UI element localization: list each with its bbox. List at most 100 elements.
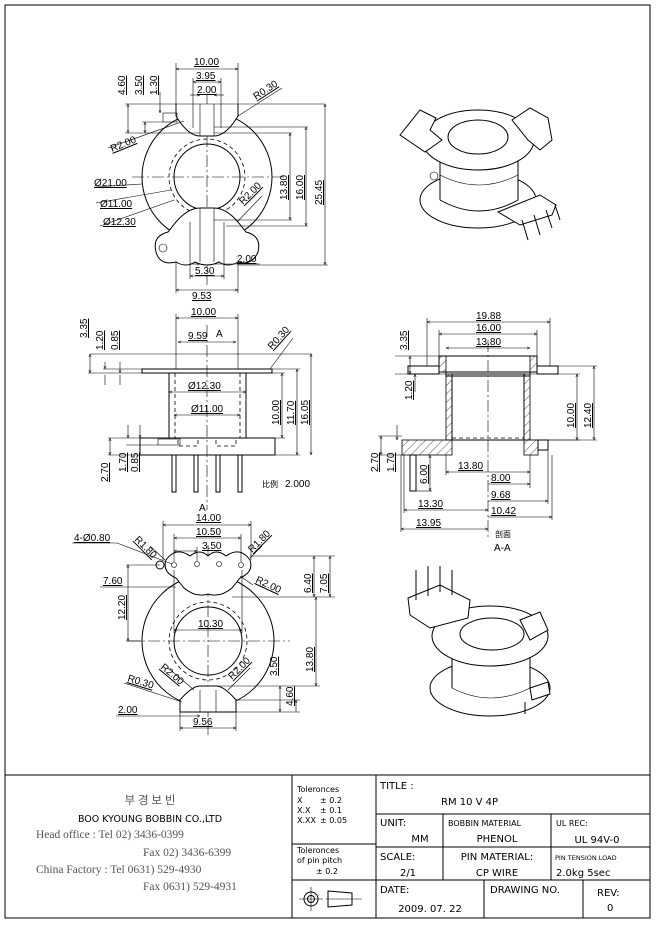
dim-label: 11.70	[286, 400, 297, 425]
section-caption: 剖面	[495, 529, 511, 539]
dim-label: 25.45	[314, 180, 325, 205]
rev-value: 0	[607, 903, 613, 914]
company-name: BOO KYOUNG BOBBIN CO.,LTD	[78, 814, 222, 825]
title-block: 부 경 보 빈 BOO KYOUNG BOBBIN CO.,LTD Head o…	[5, 774, 650, 918]
pin-tolerance-title-2: of pin pitch	[297, 856, 342, 865]
pin-material-value: CP WIRE	[476, 868, 518, 879]
pin-tension-value: 2.0kg 5sec	[556, 868, 610, 879]
unit-label: UNIT:	[380, 818, 406, 829]
tolerance-key: X.XX	[297, 816, 317, 825]
drawing-no-label: DRAWING NO.	[490, 885, 560, 896]
dim-label: 13.80	[305, 647, 316, 672]
terminal-lobes	[164, 551, 252, 596]
title-label: TITLE :	[379, 781, 414, 792]
dim-label: Ø12.30	[103, 217, 136, 228]
scale-label: SCALE:	[380, 852, 415, 863]
section-mark-top: A	[216, 329, 223, 340]
dim-label: 1.70	[118, 452, 129, 472]
top-view: 10.00 3.95 2.00 4.60 3.50 1.30 R0.30 R2.…	[94, 57, 328, 302]
top-notch	[175, 104, 239, 137]
scale-note-value: 2.000	[285, 479, 310, 490]
dim-label: 0.85	[110, 330, 121, 350]
china-factory-tel: China Factory : Tel 0631) 529-4930	[36, 864, 202, 876]
dim-label: 13.80	[476, 337, 501, 348]
dim-label: 10.00	[566, 403, 577, 428]
isometric-view-bottom	[407, 566, 551, 717]
dim-label: 7.60	[103, 576, 123, 587]
pin-tension-label: PIN TENSION LOAD	[555, 854, 617, 862]
dim-label: 4.60	[117, 75, 128, 95]
dim-label: 6.40	[303, 573, 314, 593]
dim-label: R0.30	[252, 79, 281, 103]
ul-rec-value: UL 94V-0	[574, 835, 619, 846]
scale-note-label: 比例	[262, 479, 278, 489]
dim-label: 2.70	[100, 462, 111, 482]
dim-label: 3.95	[196, 71, 216, 82]
head-office-tel: Head office : Tel 02) 3436-0399	[36, 829, 184, 841]
head-office-fax: Fax 02) 3436-6399	[143, 847, 231, 859]
dim-label: R0.30	[126, 673, 155, 691]
tolerance-value: ± 0.1	[320, 806, 342, 815]
dim-label: 9.53	[192, 291, 212, 302]
terminal-lobes	[154, 207, 260, 266]
dim-label: 6.00	[419, 464, 430, 484]
dim-label: Ø11.00	[191, 404, 223, 415]
dim-label: 16.00	[295, 175, 306, 200]
dim-label: Ø21.00	[94, 178, 127, 189]
dim-label: 19.88	[476, 311, 501, 322]
dim-label: 9.59	[188, 331, 208, 342]
dim-label: 13.80	[458, 461, 483, 472]
china-factory-fax: Fax 0631) 529-4931	[143, 881, 237, 893]
tolerance-key: X.X	[297, 806, 311, 815]
section-view: 19.88 16.00 13.80 3.35 1.20 10.00 12.40 …	[370, 311, 597, 554]
pin-tolerance-title: Toleronces	[296, 846, 339, 855]
dim-label: 13.95	[416, 518, 441, 529]
dim-label: 1.20	[95, 330, 106, 350]
dim-label: 3.35	[79, 318, 90, 338]
sheet-border	[4, 4, 651, 919]
dim-label: 10.00	[194, 57, 219, 68]
dim-label: 3.50	[202, 541, 222, 552]
dim-label: Ø11.00	[100, 199, 132, 210]
dim-label: 10.00	[191, 307, 216, 318]
dim-label: 7.05	[319, 573, 330, 593]
dim-label: 1.20	[404, 380, 415, 400]
clip	[519, 611, 549, 641]
dim-label: 3.35	[399, 330, 410, 350]
clip	[511, 107, 553, 151]
tolerance-value: ± 0.05	[320, 816, 347, 825]
dim-label: 5.30	[195, 266, 215, 277]
dim-label: 1.30	[149, 75, 160, 95]
dim-label: 1.70	[386, 452, 397, 472]
dim-label: 2.00	[237, 254, 257, 265]
dim-label: 10.00	[271, 400, 282, 425]
bottom-view: 14.00 10.50 3.50 4-Ø0.80 R1.80 R1.80 R2.…	[72, 513, 335, 735]
dim-label: 16.00	[476, 323, 501, 334]
dim-label: 13.80	[279, 175, 290, 200]
side-view: 10.00 9.59 3.35 1.20 0.85 R0.30 Ø12.30 Ø…	[79, 307, 312, 514]
projection-symbol-icon	[299, 887, 362, 911]
company-korean-name: 부 경 보 빈	[125, 793, 176, 807]
bobbin-material-label: BOBBIN MATERIAL	[448, 819, 522, 828]
pin-material-label: PIN MATERIAL:	[461, 852, 533, 863]
dim-label: 3.50	[269, 656, 280, 676]
scale-value: 2/1	[400, 868, 416, 879]
dim-label: R2.00	[158, 662, 186, 688]
title-value: RM 10 V 4P	[441, 797, 498, 808]
dim-label: 9.56	[193, 717, 213, 728]
dim-label: 2.00	[118, 705, 138, 716]
date-value: 2009. 07. 22	[398, 904, 462, 915]
dim-label: 4-Ø0.80	[74, 533, 111, 544]
section-mark-bottom: A	[199, 503, 206, 514]
dim-label: 9.68	[491, 490, 511, 501]
dim-label: R2.00	[109, 134, 138, 154]
date-label: DATE:	[380, 885, 409, 896]
dim-label: 13.30	[418, 499, 443, 510]
dim-label: 0.85	[130, 452, 141, 472]
dim-label: 10.42	[491, 506, 516, 517]
tolerance-value: ± 0.2	[320, 796, 342, 805]
dim-label: 14.00	[196, 513, 221, 524]
unit-value: MM	[411, 834, 428, 845]
dim-label: 3.50	[134, 75, 145, 95]
